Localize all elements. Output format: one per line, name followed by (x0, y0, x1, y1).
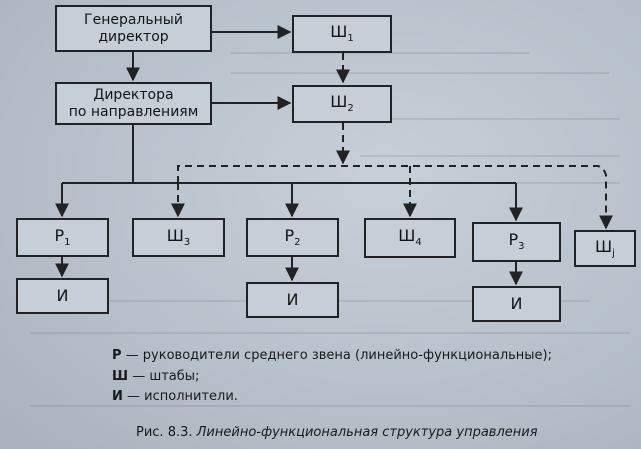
sh4-symbol: Ш (398, 226, 416, 246)
p2-index: 2 (294, 237, 301, 249)
p3-symbol: Р (508, 230, 519, 250)
p1-index: 1 (64, 237, 71, 249)
directors-by-area-box: Директора по направлениям (55, 82, 212, 125)
general-director-line1: Генеральный (84, 11, 183, 28)
legend-item-staffs: Ш — штабы; (112, 369, 199, 384)
caption-title: Линейно-функциональная структура управле… (196, 425, 538, 440)
i3-symbol: И (510, 294, 523, 314)
dashed-bus (177, 165, 607, 226)
legend-text-p: — руководители среднего звена (линейно-ф… (121, 348, 553, 363)
legend-key-p: Р (112, 348, 122, 363)
legend-text-sh: — штабы; (128, 369, 200, 384)
staff-shj-box: Шj (574, 230, 636, 267)
sh4-index: 4 (415, 237, 422, 249)
manager-p2-box: Р2 (246, 218, 339, 257)
i2-symbol: И (286, 290, 299, 310)
directors-line2: по направлениям (68, 103, 199, 120)
legend-key-i: И (112, 389, 123, 404)
general-director-line2: директор (98, 28, 169, 45)
legend-key-sh: Ш (112, 369, 129, 384)
p2-symbol: Р (284, 225, 295, 245)
executor-i2-box: И (246, 282, 339, 318)
sh3-index: 3 (183, 237, 191, 249)
i1-symbol: И (56, 286, 69, 306)
staff-sh1-box: Ш1 (292, 15, 392, 53)
executor-i3-box: И (472, 286, 561, 322)
p3-index: 3 (518, 241, 525, 253)
directors-line1: Директора (93, 86, 174, 103)
staff-sh4-box: Ш4 (364, 218, 456, 258)
legend-text-i: — исполнители. (122, 389, 238, 404)
p1-symbol: Р (54, 225, 65, 245)
shj-index: j (612, 248, 615, 260)
sh1-index: 1 (347, 33, 354, 45)
sh2-index: 2 (347, 103, 354, 115)
sh2-symbol: Ш (330, 92, 348, 112)
shj-symbol: Ш (595, 236, 613, 256)
general-director-box: Генеральный директор (55, 5, 212, 52)
sh3-symbol: Ш (166, 225, 184, 245)
figure-caption: Рис. 8.3. Линейно-функциональная структу… (136, 425, 538, 440)
staff-sh2-box: Ш2 (292, 85, 392, 123)
sh1-symbol: Ш (330, 22, 348, 42)
legend-item-executors: И — исполнители. (112, 389, 238, 404)
manager-p1-box: Р1 (16, 218, 109, 257)
manager-p3-box: Р3 (472, 222, 561, 262)
staff-sh3-box: Ш3 (132, 218, 225, 257)
caption-label: Рис. 8.3. (136, 425, 193, 440)
executor-i1-box: И (16, 278, 109, 314)
legend-item-managers: Р — руководители среднего звена (линейно… (112, 348, 552, 363)
